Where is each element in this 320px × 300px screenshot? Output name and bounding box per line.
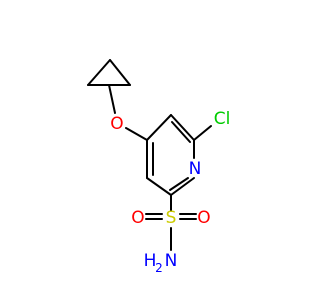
bond-c2-c3 bbox=[146, 177, 172, 196]
atom-o-ether: O bbox=[110, 114, 123, 134]
atom-cl: Cl bbox=[214, 109, 231, 129]
bond-n-c2-double bbox=[169, 177, 189, 191]
bond-cyclopropyl-3 bbox=[109, 59, 131, 86]
bond-cyclopropyl-2 bbox=[87, 59, 111, 86]
bond-c4-c5 bbox=[146, 114, 172, 141]
atom-s: S bbox=[166, 208, 177, 228]
structure-canvas: O Cl N S O O N H 2 bbox=[87, 59, 230, 275]
atom-h-amine: H bbox=[144, 251, 157, 271]
bond-o-c4 bbox=[125, 127, 148, 141]
atom-label-layer: O Cl N S O O N H 2 bbox=[110, 109, 230, 275]
atom-n-ring: N bbox=[189, 159, 202, 179]
bond-layer bbox=[87, 59, 212, 251]
bond-n-c2 bbox=[170, 177, 195, 196]
molecule-diagram: O Cl N S O O N H 2 bbox=[87, 59, 230, 275]
bond-c5-c6-double bbox=[171, 121, 191, 143]
atom-h-subscript: 2 bbox=[155, 261, 163, 275]
bond-c6-cl bbox=[193, 125, 212, 141]
atom-n-amine: N bbox=[165, 251, 178, 271]
atom-o-sulfonyl-right: O bbox=[197, 208, 210, 228]
bond-c5-c6 bbox=[170, 114, 195, 141]
atom-o-sulfonyl-left: O bbox=[131, 208, 144, 228]
bond-cyclopropyl-o bbox=[108, 84, 116, 114]
